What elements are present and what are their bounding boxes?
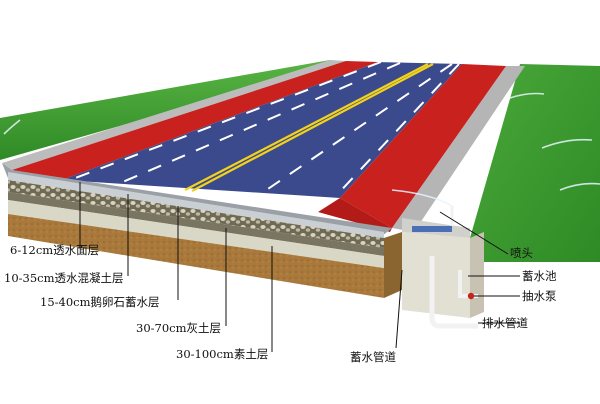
tank-inlet-grate: [412, 226, 452, 232]
lime-layer: [8, 200, 384, 268]
surface-layer-face: [8, 172, 384, 238]
tank-side: [470, 232, 484, 318]
concrete-layer: [8, 180, 384, 248]
grass-right: [470, 64, 600, 262]
bike-lane-left: [12, 61, 378, 180]
bike-lane-right: [340, 64, 506, 228]
center-line-2: [191, 63, 434, 192]
label-tank: 蓄水池: [522, 269, 557, 283]
section-side: [384, 232, 402, 298]
center-line: [184, 63, 429, 191]
label-surface-layer: 6-12cm透水面层: [10, 243, 100, 257]
label-soil-layer: 30-100cm素土层: [176, 347, 269, 361]
label-gravel-layer: 15-40cm鹅卵石蓄水层: [40, 295, 160, 309]
bike-lane-right-front: [318, 198, 392, 232]
soil-layer: [8, 214, 384, 298]
label-drain-pipe: 排水管道: [482, 316, 528, 330]
curb-right: [392, 66, 525, 232]
roadway-asphalt: [62, 62, 462, 198]
label-nozzle: 喷头: [510, 246, 533, 260]
label-pump: 抽水泵: [522, 289, 557, 303]
label-concrete-layer: 10-35cm透水混凝土层: [4, 271, 124, 285]
layer-leaders: [79, 182, 273, 352]
gravel-layer: [8, 192, 384, 256]
curb-left: [2, 60, 346, 170]
label-lime-layer: 30-70cm灰土层: [136, 321, 221, 335]
drain-pipe: [429, 256, 478, 329]
lane-markings: [69, 61, 460, 198]
component-leaders: [395, 211, 520, 349]
label-storage-pipe: 蓄水管道: [350, 350, 396, 364]
sprinkler-sprays: [3, 92, 600, 207]
pump-icon: [467, 292, 475, 300]
tank-wall: [402, 232, 470, 318]
